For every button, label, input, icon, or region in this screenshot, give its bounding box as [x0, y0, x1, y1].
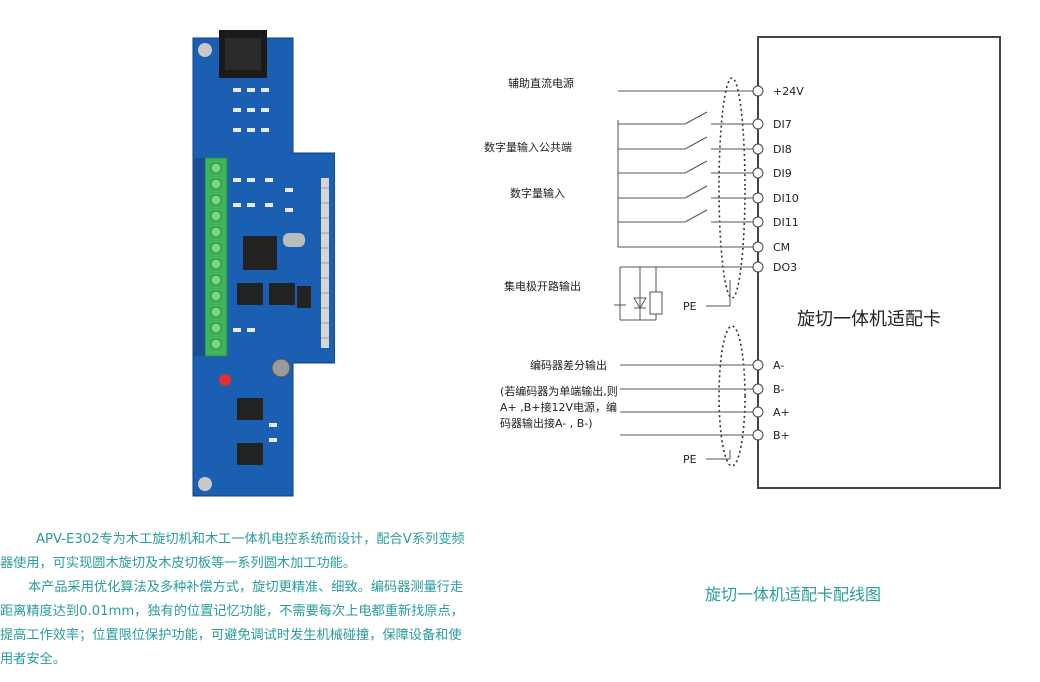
- adapter-card-title: 旋切一体机适配卡: [797, 309, 941, 330]
- description-para1-line1: APV-E302专为木工旋切机和木工一体机电控系统而设计，配合V系列变频: [36, 532, 465, 547]
- label-aux-power: 辅助直流电源: [508, 76, 574, 90]
- description-para2-line3: 提高工作效率；位置限位保护功能，可避免调试时发生机械碰撞，保障设备和使: [0, 628, 462, 643]
- label-encoder-note-3: 码器输出接A- , B-): [500, 416, 593, 430]
- terminal-di10: DI10: [773, 192, 799, 205]
- terminal-b-plus: B+: [773, 429, 790, 442]
- terminal-a-plus: A+: [773, 406, 790, 419]
- description-para1-line2: 器使用，可实现圆木旋切及木皮切板等一系列圆木加工功能。: [0, 556, 357, 571]
- product-description: APV-E302专为木工旋切机和木工一体机电控系统而设计，配合V系列变频 器使用…: [0, 528, 560, 672]
- terminal-24v: +24V: [773, 85, 804, 98]
- label-di-common: 数字量输入公共端: [484, 140, 572, 154]
- terminal-cm: CM: [773, 241, 790, 254]
- description-para2-line1: 本产品采用优化算法及多种补偿方式，旋切更精准、细致。编码器测量行走: [28, 580, 464, 595]
- wiring-diagram-caption: 旋切一体机适配卡配线图: [705, 585, 882, 604]
- wiring-diagram: 旋切一体机适配卡 +24V DI7 DI8 DI9 DI10 DI11 CM D…: [484, 36, 1001, 489]
- label-oc-output: 集电极开路输出: [504, 279, 581, 293]
- pe-label-upper: PE: [683, 300, 697, 313]
- label-di-input: 数字量输入: [510, 186, 565, 200]
- terminal-do3: DO3: [773, 261, 797, 274]
- shield-ellipse-upper: [718, 77, 746, 299]
- terminal-di9: DI9: [773, 167, 792, 180]
- description-para2-line2: 距离精度达到0.01mm，独有的位置记忆功能，不需要每次上电都重新找原点，: [0, 604, 464, 619]
- terminal-b-minus: B-: [773, 383, 785, 396]
- pcb-board-image: [192, 30, 335, 497]
- terminal-screws: [210, 162, 222, 350]
- shield-ellipse-lower: [718, 325, 746, 467]
- label-encoder-diff: 编码器差分输出: [530, 358, 607, 372]
- terminal-di11: DI11: [773, 216, 799, 229]
- terminal-a-minus: A-: [773, 359, 784, 372]
- pe-label-lower: PE: [683, 453, 697, 466]
- label-encoder-note-1: (若编码器为单端输出,则: [500, 384, 618, 398]
- terminal-di7: DI7: [773, 118, 792, 131]
- description-para2-line4: 用者安全。: [0, 652, 66, 667]
- terminal-di8: DI8: [773, 143, 792, 156]
- label-encoder-note-2: A+ ,B+接12V电源，编: [500, 400, 617, 414]
